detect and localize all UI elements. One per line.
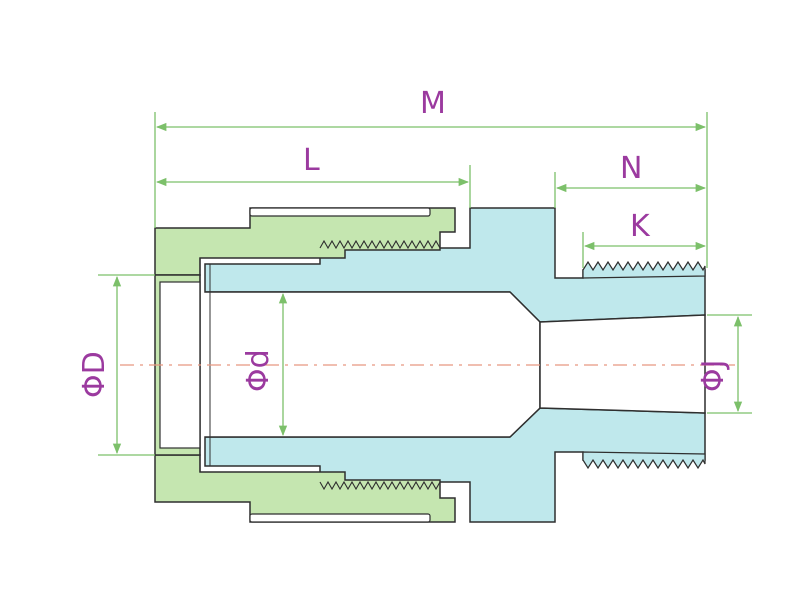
- adapter-body: [204, 207, 706, 523]
- male-thread-top: [582, 260, 706, 279]
- label-l: L: [303, 143, 320, 178]
- label-m: M: [420, 86, 446, 121]
- label-inner-diameter: Φd: [241, 349, 276, 392]
- male-thread-bottom: [582, 451, 706, 470]
- nut-thread-top: [319, 239, 441, 250]
- dimension-lines: [98, 112, 752, 456]
- nut-thread-bottom: [319, 480, 441, 491]
- label-thread-diameter: ΦJ: [696, 360, 731, 392]
- label-k: K: [630, 209, 651, 244]
- label-outer-diameter: ΦD: [77, 351, 112, 398]
- label-n: N: [620, 151, 642, 186]
